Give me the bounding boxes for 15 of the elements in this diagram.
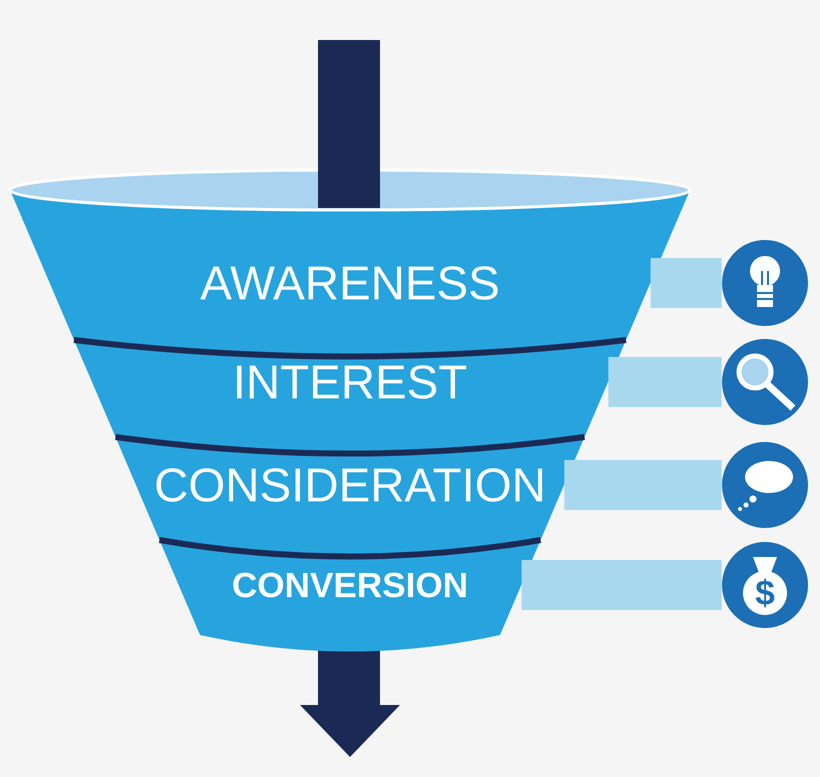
dollar-sign: $ [756, 578, 774, 608]
connector-strip [608, 357, 722, 407]
lightbulb-icon [722, 240, 808, 326]
funnel-band: INTEREST [74, 337, 626, 454]
money-bag-icon [722, 542, 808, 628]
connector-strip [564, 460, 722, 510]
speech-bubble-icon [722, 442, 808, 528]
node-label: CONSIDERATION [156, 468, 542, 502]
funnel-band: CONVERSION [158, 537, 542, 652]
node-label: CONVERSION [233, 572, 466, 598]
node-label: INTEREST [237, 365, 466, 399]
magnifier-icon [722, 339, 808, 425]
connector-strip [522, 560, 722, 610]
funnel-band: AWARENESS [8, 168, 692, 356]
funnel-band: CONSIDERATION [115, 434, 585, 556]
